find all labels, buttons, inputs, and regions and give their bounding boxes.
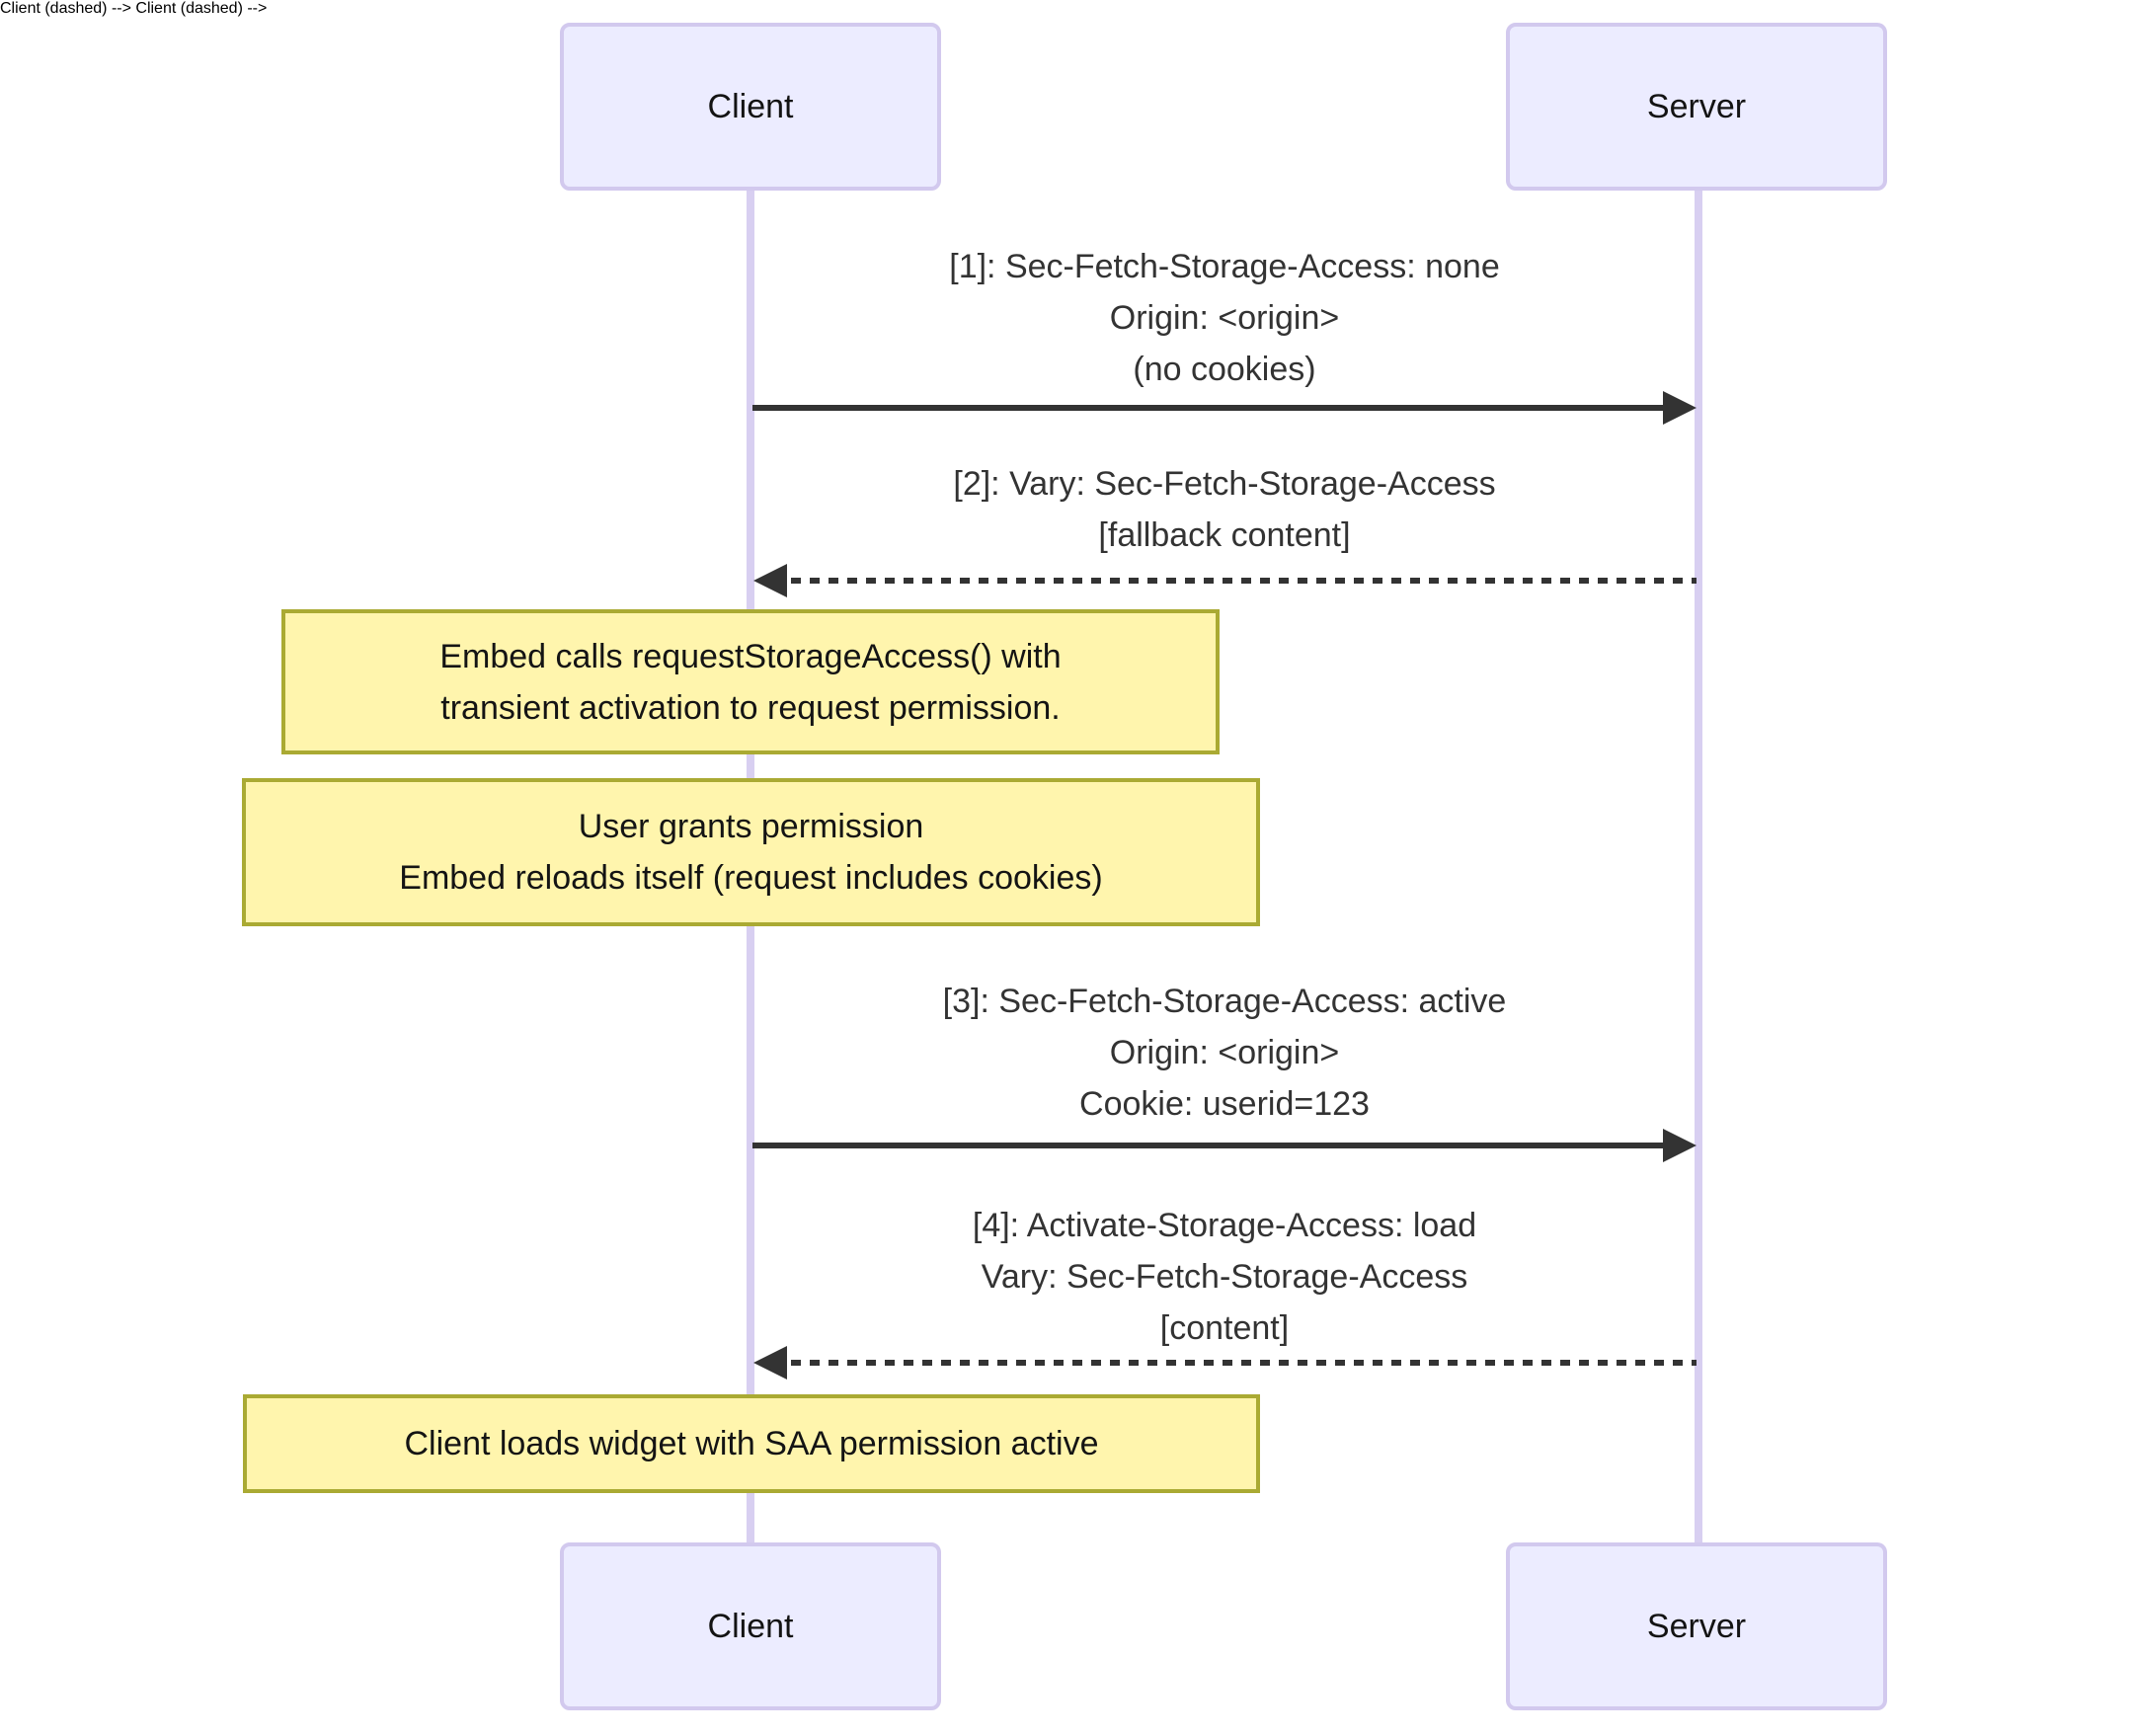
note-2-line-2: Embed reloads itself (request includes c…	[399, 859, 1103, 897]
message-3-line-1: [3]: Sec-Fetch-Storage-Access: active	[942, 983, 1507, 1020]
message-1-line-2: Origin: <origin>	[1109, 299, 1340, 337]
note-3-line-1: Client loads widget with SAA permission …	[404, 1425, 1099, 1462]
message-3-line-3: Cookie: userid=123	[1079, 1085, 1370, 1123]
actor-server-top: Server	[1506, 23, 1887, 191]
message-2-label: [2]: Vary: Sec-Fetch-Storage-Access [fal…	[760, 458, 1689, 561]
note-1-line-2: transient activation to request permissi…	[440, 688, 1061, 727]
message-4-label: [4]: Activate-Storage-Access: load Vary:…	[760, 1200, 1689, 1354]
message-2-line-1: [2]: Vary: Sec-Fetch-Storage-Access	[953, 465, 1496, 503]
message-4-line-3: [content]	[1159, 1309, 1290, 1347]
message-4-arrow-line	[791, 1360, 1697, 1366]
actor-server-bottom-label: Server	[1646, 1607, 1747, 1645]
actor-client-bottom: Client	[560, 1542, 941, 1710]
message-4-arrowhead-icon	[753, 1346, 787, 1380]
note-client-loads-widget: Client loads widget with SAA permission …	[243, 1394, 1260, 1493]
message-3-arrow-line	[752, 1143, 1663, 1148]
actor-server-top-label: Server	[1646, 87, 1747, 125]
message-1-arrow-line	[752, 405, 1663, 411]
note-2-line-1: User grants permission	[578, 808, 924, 845]
message-2-arrow-line	[791, 578, 1697, 584]
message-3-line-2: Origin: <origin>	[1109, 1034, 1340, 1071]
note-embed-calls-rsa: Embed calls requestStorageAccess() with …	[281, 609, 1220, 754]
message-4-line-2: Vary: Sec-Fetch-Storage-Access	[981, 1258, 1468, 1296]
actor-server-bottom: Server	[1506, 1542, 1887, 1710]
message-2-arrowhead-icon	[753, 564, 787, 597]
message-1-arrowhead-icon	[1663, 391, 1697, 425]
message-4-line-1: [4]: Activate-Storage-Access: load	[972, 1207, 1477, 1244]
actor-client-bottom-label: Client	[707, 1607, 794, 1645]
message-3-label: [3]: Sec-Fetch-Storage-Access: active Or…	[760, 976, 1689, 1130]
message-2-line-2: [fallback content]	[1098, 516, 1351, 554]
server-lifeline	[1695, 190, 1702, 1544]
note-user-grants-permission: User grants permission Embed reloads its…	[242, 778, 1260, 926]
note-1-line-1: Embed calls requestStorageAccess() with	[439, 637, 1062, 675]
message-1-line-3: (no cookies)	[1133, 351, 1316, 388]
message-3-arrowhead-icon	[1663, 1129, 1697, 1162]
actor-client-top-label: Client	[707, 87, 794, 125]
message-1-line-1: [1]: Sec-Fetch-Storage-Access: none	[949, 248, 1500, 285]
message-1-label: [1]: Sec-Fetch-Storage-Access: none Orig…	[760, 241, 1689, 395]
actor-client-top: Client	[560, 23, 941, 191]
